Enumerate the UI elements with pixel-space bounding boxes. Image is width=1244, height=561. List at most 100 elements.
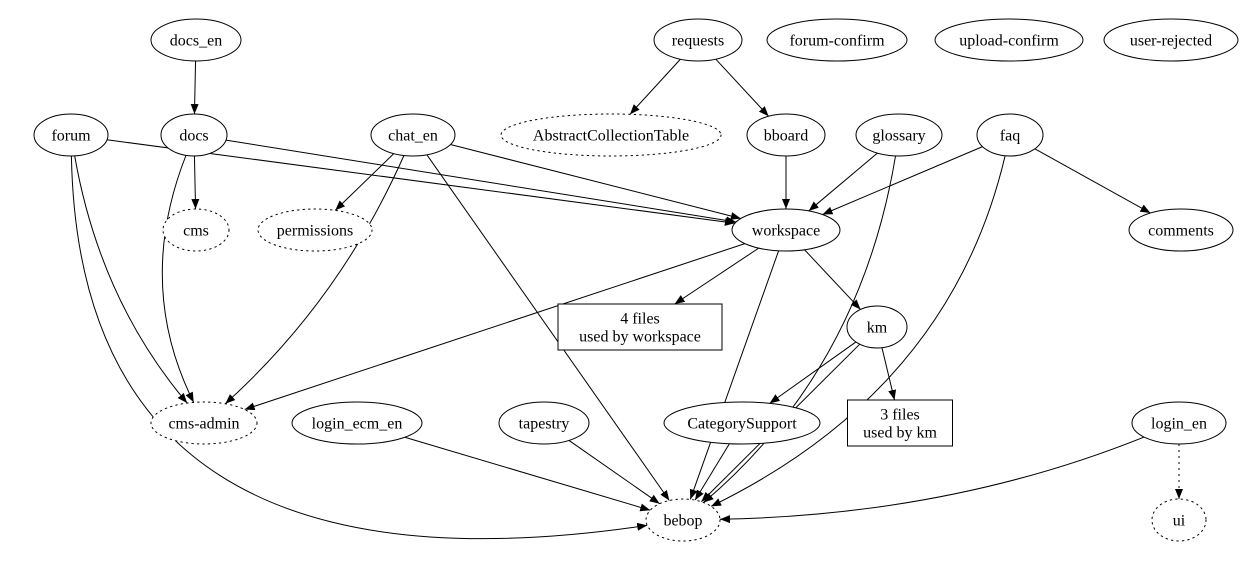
- node-login-ecm-en: login_ecm_en: [291, 401, 423, 445]
- node-categorysupport: CategorySupport: [663, 401, 821, 445]
- node-upload-confirm: upload-confirm: [934, 18, 1084, 62]
- node-label-user-rejected: user-rejected: [1130, 33, 1212, 50]
- edge-docs-workspace: [225, 139, 737, 225]
- node-docs-en: docs_en: [150, 18, 242, 62]
- ellipse-shape-forum-confirm: [766, 18, 908, 62]
- edge-glossary-workspace: [808, 152, 878, 212]
- node-workspace: workspace: [731, 208, 841, 252]
- edge-requests-AbstractCollectionTable: [629, 58, 681, 115]
- edge-requests-bboard: [715, 58, 769, 117]
- edge-faq-comments: [1034, 148, 1151, 214]
- ellipse-shape-requests: [653, 18, 743, 62]
- node-label-files3-line2: used by km: [863, 425, 937, 442]
- edge-forum-bebop: [70, 155, 648, 540]
- edge-docs_en-docs: [190, 60, 199, 115]
- edge-km-CategorySupport: [769, 341, 857, 404]
- node-requests: requests: [653, 18, 743, 62]
- node-label-categorysupport: CategorySupport: [687, 416, 797, 433]
- ellipse-shape-docs-en: [150, 18, 242, 62]
- node-label-docs-en: docs_en: [170, 33, 222, 50]
- edge-glossary-bebop: [703, 155, 897, 503]
- edge-workspace-bebop: [689, 250, 780, 500]
- ellipse-shape-ui: [1151, 498, 1207, 542]
- ellipse-shape-bboard: [746, 113, 826, 157]
- node-label-comments: comments: [1148, 223, 1214, 240]
- edge-forum-workspace: [106, 139, 735, 226]
- ellipse-shape-login-ecm-en: [291, 401, 423, 445]
- node-docs: docs: [160, 113, 228, 157]
- edge-workspace-cms-admin: [244, 243, 746, 411]
- node-forum-confirm: forum-confirm: [766, 18, 908, 62]
- node-label-upload-confirm: upload-confirm: [959, 33, 1059, 50]
- ellipse-shape-docs: [160, 113, 228, 157]
- node-cms: cms: [162, 208, 230, 252]
- ellipse-shape-permissions: [257, 208, 373, 252]
- node-tapestry: tapestry: [498, 401, 590, 445]
- edge-workspace-km: [804, 249, 861, 310]
- node-label-bboard: bboard: [764, 128, 808, 145]
- node-label-workspace: workspace: [752, 223, 820, 240]
- node-label-bebop: bebop: [663, 513, 702, 530]
- node-bebop: bebop: [645, 498, 721, 542]
- box-shape-files3: [847, 399, 953, 447]
- edge-km-files3: [881, 347, 897, 401]
- edge-CategorySupport-bebop: [694, 443, 730, 501]
- node-user-rejected: user-rejected: [1103, 18, 1239, 62]
- node-label-files4-line1: 4 files: [620, 311, 660, 328]
- ellipse-shape-comments: [1128, 208, 1234, 252]
- node-login-en: login_en: [1131, 401, 1227, 445]
- edge-faq-workspace: [822, 146, 983, 215]
- node-label-cms-admin: cms-admin: [168, 416, 239, 433]
- node-label-files4-line2: used by workspace: [579, 329, 701, 346]
- node-bboard: bboard: [746, 113, 826, 157]
- node-ui: ui: [1151, 498, 1207, 542]
- ellipse-shape-forum: [33, 113, 109, 157]
- ellipse-shape-cms-admin: [150, 401, 258, 445]
- node-label-login-en: login_en: [1151, 416, 1207, 433]
- ellipse-shape-faq: [976, 113, 1044, 157]
- edge-workspace-files4: [674, 247, 759, 305]
- node-label-forum: forum: [51, 128, 91, 145]
- ellipse-shape-user-rejected: [1103, 18, 1239, 62]
- ellipse-shape-cms: [162, 208, 230, 252]
- edge-login_en-bebop: [719, 436, 1145, 524]
- ellipse-shape-chat-en: [370, 113, 456, 157]
- node-comments: comments: [1128, 208, 1234, 252]
- edge-login_ecm_en-bebop: [404, 436, 651, 512]
- edge-docs-cms: [191, 155, 200, 210]
- edge-chat_en-permissions: [334, 153, 395, 211]
- node-label-login-ecm-en: login_ecm_en: [312, 416, 403, 433]
- box-shape-files4: [557, 303, 723, 351]
- node-permissions: permissions: [257, 208, 373, 252]
- ellipse-shape-abstractcollectiontable: [500, 113, 722, 157]
- ellipse-shape-glossary: [855, 113, 943, 157]
- node-label-permissions: permissions: [277, 223, 353, 240]
- node-forum: forum: [33, 113, 109, 157]
- node-label-abstractcollectiontable: AbstractCollectionTable: [533, 128, 689, 145]
- ellipse-shape-categorysupport: [663, 401, 821, 445]
- node-label-files3-line1: 3 files: [880, 407, 920, 424]
- ellipse-shape-login-en: [1131, 401, 1227, 445]
- edge-tapestry-bebop: [568, 440, 660, 505]
- node-label-docs: docs: [179, 128, 208, 145]
- edge-chat_en-bebop: [426, 154, 670, 501]
- node-label-faq: faq: [1000, 128, 1020, 145]
- edge-docs-cms-admin: [161, 155, 195, 403]
- ellipse-shape-workspace: [731, 208, 841, 252]
- node-abstractcollectiontable: AbstractCollectionTable: [500, 113, 722, 157]
- node-glossary: glossary: [855, 113, 943, 157]
- edge-forum-cms-admin: [74, 155, 188, 404]
- node-label-tapestry: tapestry: [519, 416, 570, 433]
- node-faq: faq: [976, 113, 1044, 157]
- ellipse-shape-upload-confirm: [934, 18, 1084, 62]
- ellipse-shape-bebop: [645, 498, 721, 542]
- node-km: km: [846, 305, 908, 349]
- edge-chat_en-workspace: [450, 144, 741, 220]
- node-label-forum-confirm: forum-confirm: [789, 33, 885, 50]
- node-cms-admin: cms-admin: [150, 401, 258, 445]
- ellipse-shape-km: [846, 305, 908, 349]
